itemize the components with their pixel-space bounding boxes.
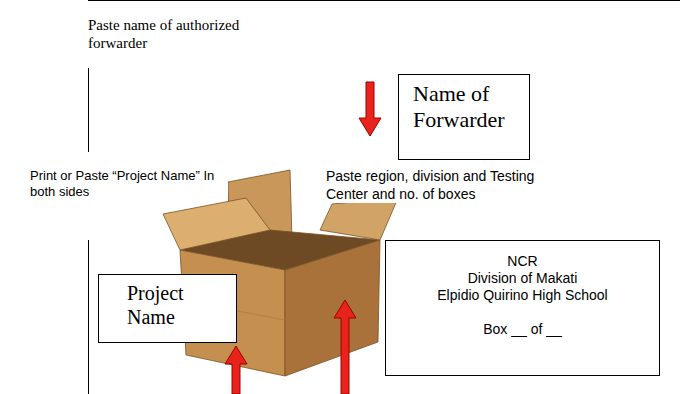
red-arrow <box>225 346 247 394</box>
forwarder-box: Name of Forwarder <box>398 74 530 160</box>
box-text: Name of Forwarder <box>413 81 519 134</box>
red-arrow <box>334 300 356 394</box>
box-text: Elpidio Quirino High School <box>396 287 649 304</box>
box-text: NCR <box>396 253 649 270</box>
box-text: Project Name <box>127 281 228 329</box>
project-name-box: Project Name <box>98 274 237 343</box>
red-arrow <box>359 82 381 136</box>
instruction-note: Paste name of authorized forwarder <box>86 16 304 52</box>
instruction-note: Print or Paste “Project Name” In both si… <box>28 168 228 201</box>
box-text: Box __ of __ <box>396 321 649 338</box>
box-text: Division of Makati <box>396 270 649 287</box>
address-box: NCRDivision of MakatiElpidio Quirino Hig… <box>385 240 660 376</box>
instruction-note: Paste region, division and Testing Cente… <box>324 167 578 203</box>
